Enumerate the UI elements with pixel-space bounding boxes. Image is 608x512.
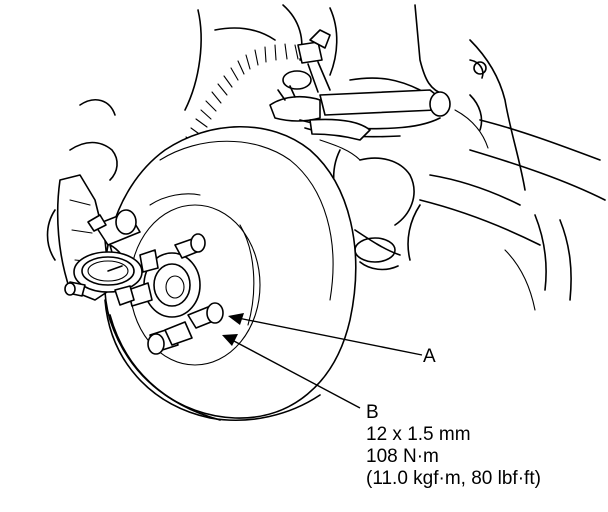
- callout-a-label: A: [423, 346, 436, 367]
- callout-b-block: B 12 x 1.5 mm 108 N·m (11.0 kgf·m, 80 lb…: [366, 402, 541, 490]
- callout-b-label: B: [366, 402, 379, 423]
- wheel-stud: [187, 302, 224, 329]
- leader-line-b: [222, 334, 361, 409]
- wheel-stud: [174, 233, 206, 259]
- torque-spec: 108 N·m: [366, 446, 439, 467]
- wheel-stud: [147, 321, 193, 355]
- locking-pliers: [269, 70, 451, 141]
- leader-line-a: [228, 313, 423, 356]
- leader-lines: [222, 313, 423, 409]
- thread-size-spec: 12 x 1.5 mm: [366, 424, 471, 445]
- dial-indicator: [64, 209, 159, 306]
- wheel-studs: [127, 233, 224, 355]
- torque-alt-units-spec: (11.0 kgf·m, 80 lbf·ft): [366, 468, 541, 489]
